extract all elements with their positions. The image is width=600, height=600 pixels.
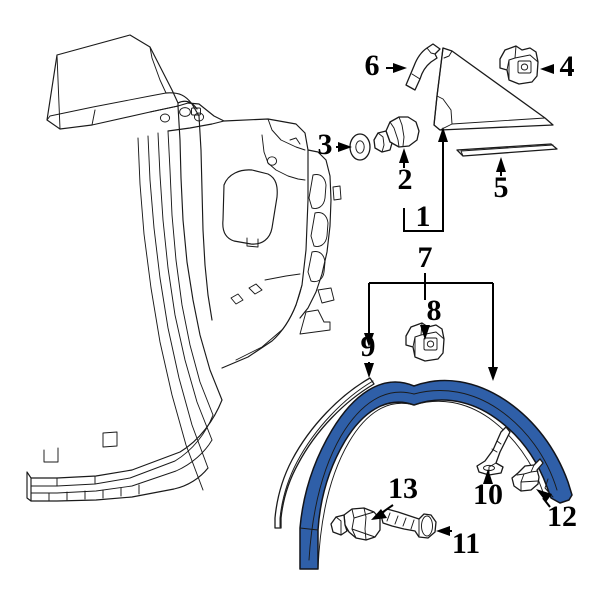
rear-quarter-panel-outline — [26, 34, 342, 502]
callout-label-8[interactable]: 8 — [427, 294, 442, 327]
callout-label-13[interactable]: 13 — [388, 472, 418, 505]
leader-13 — [371, 504, 394, 520]
wheel-arch-seal-strip — [274, 377, 375, 529]
leader-1 — [403, 127, 448, 232]
flare-clip-nut — [330, 507, 381, 541]
callout-label-12[interactable]: 12 — [547, 500, 577, 533]
callout-label-1[interactable]: 1 — [416, 200, 431, 233]
leader-3 — [336, 142, 352, 152]
callout-label-2[interactable]: 2 — [398, 163, 413, 196]
callout-label-7[interactable]: 7 — [418, 241, 433, 274]
callout-label-3[interactable]: 3 — [318, 128, 333, 161]
flare-hex-head-screw — [511, 458, 544, 492]
leader-5 — [496, 157, 506, 176]
leader-6 — [386, 63, 407, 73]
leader-4 — [540, 64, 554, 74]
flare-push-pin-rivet — [476, 426, 511, 476]
callout-label-6[interactable]: 6 — [365, 49, 380, 82]
garnish-grommet — [349, 133, 371, 161]
callout-label-11[interactable]: 11 — [452, 527, 480, 560]
leader-2 — [399, 148, 409, 168]
leader-12 — [536, 489, 552, 508]
leader-7 — [364, 273, 498, 381]
callout-label-4[interactable]: 4 — [560, 50, 575, 83]
garnish-upper-clip — [405, 43, 441, 91]
callout-label-5[interactable]: 5 — [494, 171, 509, 204]
flare-mounting-screw — [380, 508, 437, 539]
leader-10 — [483, 469, 493, 484]
garnish-cap-nut — [373, 116, 420, 153]
leader-9 — [364, 362, 374, 378]
callout-label-9[interactable]: 9 — [361, 330, 376, 363]
garnish-retainer-clip — [499, 45, 539, 85]
rear-quarter-corner-garnish — [433, 47, 554, 131]
leader-11 — [436, 526, 452, 536]
callout-label-10[interactable]: 10 — [473, 478, 503, 511]
quarter-panel-molding-strip — [456, 143, 558, 157]
leader-8 — [420, 325, 430, 340]
